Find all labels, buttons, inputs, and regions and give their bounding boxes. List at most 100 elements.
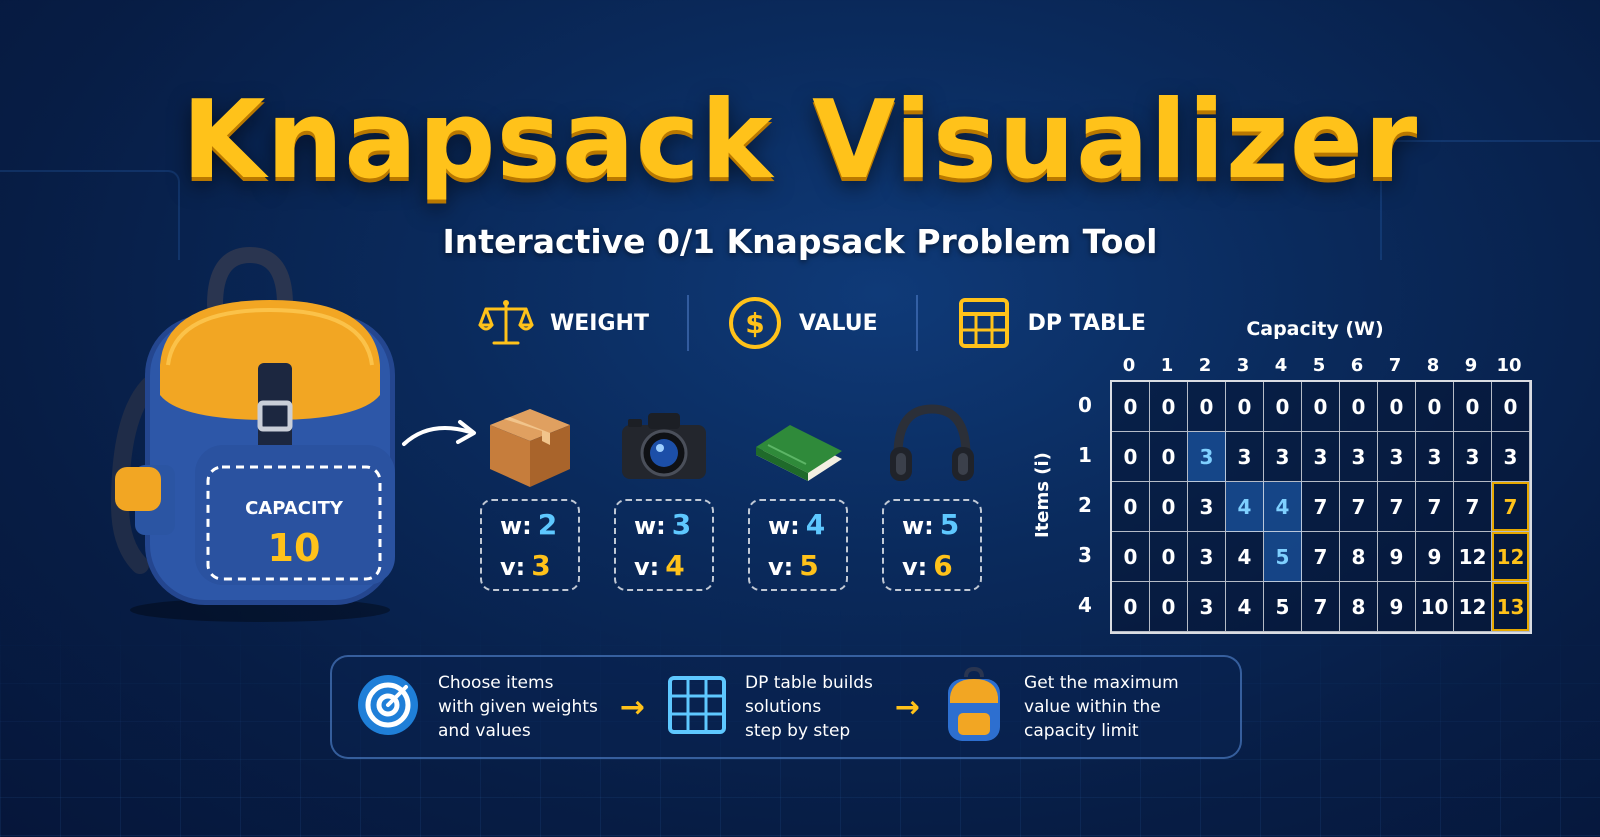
item-headphones[interactable]: w:5 v:6 bbox=[882, 395, 982, 591]
legend-dp-table: DP TABLE bbox=[915, 295, 1184, 351]
item-card: w:4 v:5 bbox=[748, 499, 848, 591]
dp-cell: 3 bbox=[1188, 482, 1226, 532]
items-axis-label: Items (i) bbox=[1032, 452, 1053, 538]
column-header: 0 bbox=[1122, 355, 1136, 376]
value-value: 5 bbox=[799, 549, 819, 582]
dp-cell: 3 bbox=[1416, 432, 1454, 482]
dp-cell: 0 bbox=[1492, 382, 1530, 432]
book-icon bbox=[748, 395, 848, 495]
dp-cell: 0 bbox=[1378, 382, 1416, 432]
dp-cell: 0 bbox=[1188, 382, 1226, 432]
arrow-right-icon: → bbox=[619, 689, 645, 725]
dp-cell: 0 bbox=[1112, 532, 1150, 582]
headphones-icon bbox=[882, 395, 982, 495]
backpack-icon bbox=[942, 666, 1006, 747]
dp-cell: 9 bbox=[1378, 582, 1416, 632]
dp-cell: 0 bbox=[1416, 382, 1454, 432]
dp-cell: 4 bbox=[1226, 582, 1264, 632]
column-header: 6 bbox=[1350, 355, 1364, 376]
page-subtitle: Interactive 0/1 Knapsack Problem Tool bbox=[442, 222, 1158, 261]
weight-label: w: bbox=[500, 512, 532, 540]
page-title: Knapsack Visualizer bbox=[181, 78, 1419, 203]
dp-cell: 3 bbox=[1378, 432, 1416, 482]
weight-value: 4 bbox=[805, 508, 826, 541]
dp-cell: 0 bbox=[1112, 482, 1150, 532]
flow-step-text: Get the maximum value within the capacit… bbox=[1024, 673, 1179, 741]
row-header: 2 bbox=[1078, 493, 1092, 517]
dp-cell: 7 bbox=[1340, 482, 1378, 532]
dp-cell: 0 bbox=[1454, 382, 1492, 432]
item-box[interactable]: w:2 v:3 bbox=[480, 395, 580, 591]
weight-value: 2 bbox=[537, 508, 558, 541]
row-header: 4 bbox=[1078, 593, 1092, 617]
capacity-value: 10 bbox=[268, 526, 321, 570]
dp-cell: 12 bbox=[1454, 582, 1492, 632]
circuit-line bbox=[0, 170, 180, 260]
circuit-line bbox=[1380, 140, 1600, 260]
dp-cell: 5 bbox=[1264, 582, 1302, 632]
row-header: 1 bbox=[1078, 443, 1092, 467]
legend-value: $ VALUE bbox=[686, 295, 916, 351]
item-list: w:2 v:3 w:3 v:4 bbox=[480, 395, 982, 591]
column-header: 10 bbox=[1496, 355, 1522, 376]
dp-cell: 4 bbox=[1226, 532, 1264, 582]
scale-icon bbox=[478, 295, 534, 351]
table-icon bbox=[956, 295, 1012, 351]
dp-cell: 12 bbox=[1492, 532, 1530, 582]
dp-cell: 7 bbox=[1492, 482, 1530, 532]
dp-cell: 0 bbox=[1112, 382, 1150, 432]
dp-cell: 0 bbox=[1226, 382, 1264, 432]
flow-step-text: DP table builds solutions step by step bbox=[745, 673, 873, 741]
item-book[interactable]: w:4 v:5 bbox=[748, 395, 848, 591]
weight-value: 5 bbox=[939, 508, 960, 541]
dp-cell: 7 bbox=[1302, 482, 1340, 532]
legend-label: DP TABLE bbox=[1027, 310, 1146, 336]
weight-label: w: bbox=[634, 512, 666, 540]
dp-cell: 0 bbox=[1302, 382, 1340, 432]
dp-cell: 3 bbox=[1188, 532, 1226, 582]
dp-cell: 0 bbox=[1150, 432, 1188, 482]
column-header: 1 bbox=[1160, 355, 1174, 376]
legend-label: WEIGHT bbox=[550, 310, 649, 336]
flow-step-result: Get the maximum value within the capacit… bbox=[942, 666, 1179, 747]
legend-weight: WEIGHT bbox=[478, 295, 687, 351]
weight-label: w: bbox=[768, 512, 800, 540]
dp-cell: 8 bbox=[1340, 582, 1378, 632]
dp-cell: 0 bbox=[1150, 532, 1188, 582]
value-label: v: bbox=[500, 553, 526, 581]
process-flow: Choose items with given weights and valu… bbox=[330, 655, 1242, 759]
camera-icon bbox=[614, 395, 714, 495]
dp-cell: 0 bbox=[1112, 432, 1150, 482]
flow-step-text: Choose items with given weights and valu… bbox=[438, 673, 598, 741]
dp-cell: 7 bbox=[1454, 482, 1492, 532]
column-header: 7 bbox=[1388, 355, 1402, 376]
dp-cell: 8 bbox=[1340, 532, 1378, 582]
dp-cell: 0 bbox=[1340, 382, 1378, 432]
dp-cell: 7 bbox=[1416, 482, 1454, 532]
dp-cell: 3 bbox=[1264, 432, 1302, 482]
dp-cell: 3 bbox=[1188, 432, 1226, 482]
dp-cell: 3 bbox=[1492, 432, 1530, 482]
dp-cell: 4 bbox=[1226, 482, 1264, 532]
value-value: 3 bbox=[531, 549, 551, 582]
item-camera[interactable]: w:3 v:4 bbox=[614, 395, 714, 591]
dp-cell: 7 bbox=[1302, 582, 1340, 632]
column-header: 8 bbox=[1426, 355, 1440, 376]
column-header: 9 bbox=[1464, 355, 1478, 376]
dp-cell: 3 bbox=[1302, 432, 1340, 482]
column-header: 4 bbox=[1274, 355, 1288, 376]
dp-cell: 5 bbox=[1264, 532, 1302, 582]
value-label: v: bbox=[768, 553, 794, 581]
dp-cell: 10 bbox=[1416, 582, 1454, 632]
capacity-label: CAPACITY bbox=[245, 498, 344, 519]
value-value: 4 bbox=[665, 549, 685, 582]
column-header: 5 bbox=[1312, 355, 1326, 376]
dp-cell: 0 bbox=[1150, 482, 1188, 532]
backpack-illustration: CAPACITY 10 bbox=[90, 245, 410, 625]
item-card: w:2 v:3 bbox=[480, 499, 580, 591]
arrow-icon bbox=[400, 410, 490, 460]
item-card: w:3 v:4 bbox=[614, 499, 714, 591]
weight-label: w: bbox=[902, 512, 934, 540]
